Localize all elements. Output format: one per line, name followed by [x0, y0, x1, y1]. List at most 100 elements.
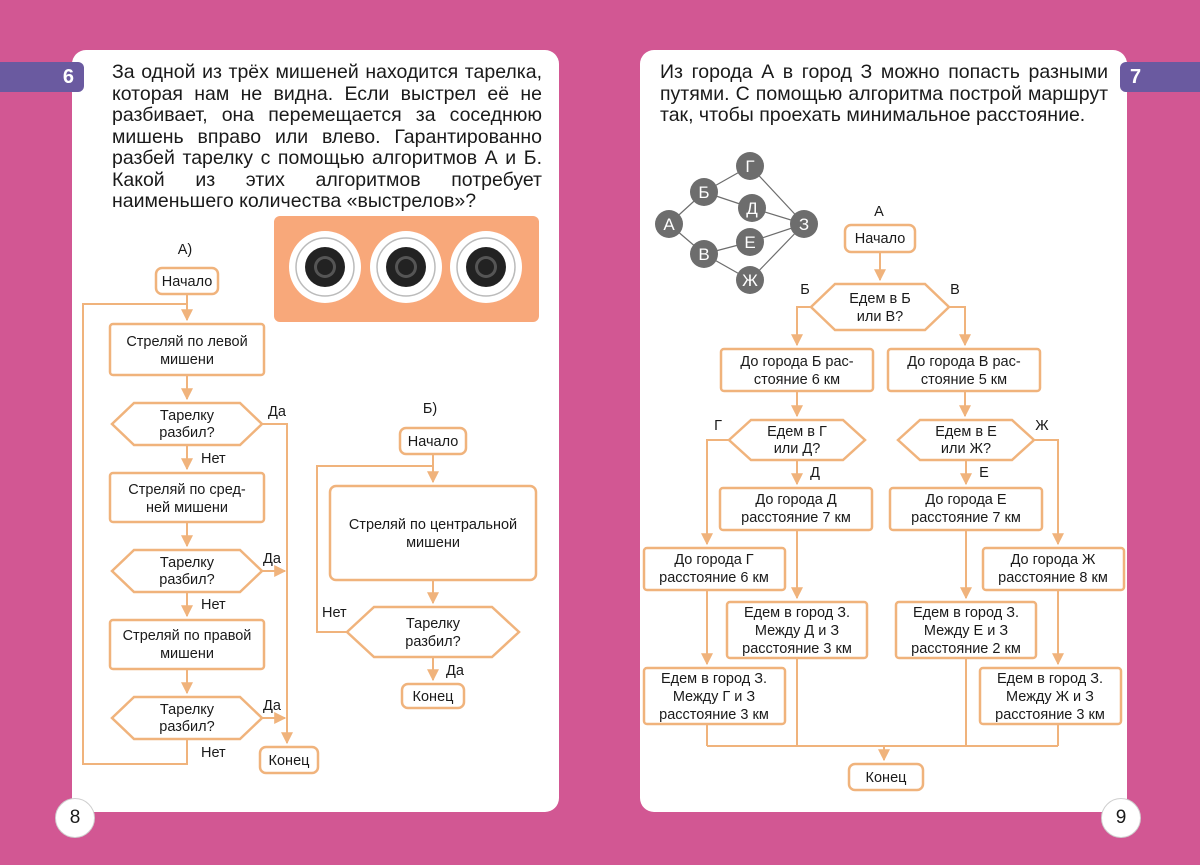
route-q1-1: Едем в Б: [849, 291, 910, 307]
algo-a-end-box: [258, 745, 320, 775]
route-q1-left: Б: [800, 282, 810, 298]
route-flowchart: А Начало Едем в Б или В? Б В До города Б…: [642, 204, 1126, 792]
graph-node-d-label: Д: [746, 199, 758, 218]
graph-node-zh-label: Ж: [742, 271, 758, 290]
route-zh-z-1: Едем в город З.: [997, 671, 1103, 687]
targets-illustration: [274, 216, 539, 322]
graph-node-g-label: Г: [745, 157, 754, 176]
route-e-z-3: расстояние 2 км: [911, 641, 1021, 657]
target-icon: [450, 231, 522, 303]
algo-a-label: А): [178, 242, 193, 258]
route-zh-z-2: Между Ж и З: [1006, 689, 1094, 705]
task-7-text: Из города А в город З можно попасть разн…: [660, 61, 1108, 126]
algo-a-cond3-2: разбил?: [159, 719, 214, 735]
graph-node-d: [738, 194, 766, 222]
algo-b-cond-1: Тарелку: [406, 616, 461, 632]
route-d-z-3: расстояние 3 км: [742, 641, 852, 657]
algo-a-cond1-2: разбил?: [159, 425, 214, 441]
route-to-b-2: стояние 6 км: [754, 372, 840, 388]
route-q2-hex: [727, 418, 867, 462]
algo-a-no-2: Нет: [201, 597, 226, 613]
algo-b-start: Начало: [408, 434, 459, 450]
algo-a-yes-2: Да: [263, 551, 282, 567]
algo-b-end: Конец: [413, 689, 454, 705]
graph-node-b-label: Б: [698, 183, 709, 202]
graph-node-a: [655, 210, 683, 238]
route-to-zh-1: До города Ж: [1011, 552, 1096, 568]
route-e-z-2: Между Е и З: [924, 623, 1008, 639]
algo-a-cond3-1: Тарелку: [160, 702, 215, 718]
route-start: Начало: [855, 231, 906, 247]
route-to-g-box: [642, 546, 787, 592]
route-to-b-1: До города Б рас-: [740, 354, 853, 370]
route-g-z-2: Между Г и З: [673, 689, 756, 705]
route-q2-left: Г: [714, 418, 722, 434]
route-end-box: [847, 762, 925, 792]
route-q3-down: Е: [979, 465, 989, 481]
algo-a-no-3: Нет: [201, 745, 226, 761]
task-number-tab-6: 6: [0, 62, 84, 92]
route-to-v-1: До города В рас-: [907, 354, 1021, 370]
graph-node-z-label: З: [799, 215, 809, 234]
route-d-z-2: Между Д и З: [755, 623, 840, 639]
algorithm-b-flowchart: Б) Начало Стреляй по центральной мишени …: [316, 401, 538, 710]
route-to-e-1: До города Е: [925, 492, 1006, 508]
route-q2-1: Едем в Г: [767, 424, 827, 440]
graph-node-v-label: В: [698, 245, 709, 264]
algo-a-yes-1: Да: [268, 404, 287, 420]
graph-node-zh: [736, 266, 764, 294]
algo-b-end-box: [400, 682, 466, 710]
algo-b-cond-hex: [345, 605, 521, 659]
graph-node-b: [690, 178, 718, 206]
page-number-right: 9: [1101, 798, 1141, 838]
algo-a-shoot-left-2: мишени: [160, 352, 214, 368]
route-to-g-1: До города Г: [674, 552, 753, 568]
algo-a-cond1-1: Тарелку: [160, 408, 215, 424]
route-q1-right: В: [950, 282, 960, 298]
route-g-z-3: расстояние 3 км: [659, 707, 769, 723]
target-icon: [289, 231, 361, 303]
route-q2-down: Д: [810, 465, 820, 481]
algo-b-shoot-center-2: мишени: [406, 535, 460, 551]
route-q3-1: Едем в Е: [935, 424, 997, 440]
route-zh-z-3: расстояние 3 км: [995, 707, 1105, 723]
route-to-zh-2: расстояние 8 км: [998, 570, 1108, 586]
graph-node-e-label: Е: [744, 233, 755, 252]
route-to-zh-box: [981, 546, 1126, 592]
route-to-d-1: До города Д: [755, 492, 836, 508]
route-q3-2: или Ж?: [941, 441, 991, 457]
route-q3-right: Ж: [1035, 418, 1049, 434]
graph-node-e: [736, 228, 764, 256]
graph-node-z: [790, 210, 818, 238]
city-graph: А Б В Г Д Е Ж З: [655, 152, 818, 294]
route-g-z-box: [642, 666, 787, 726]
graph-node-a-label: А: [663, 215, 675, 234]
page-number-left: 8: [55, 798, 95, 838]
route-to-v-2: стояние 5 км: [921, 372, 1007, 388]
route-q1-2: или В?: [857, 309, 903, 325]
route-top-label: А: [874, 204, 884, 220]
algo-a-cond2-2: разбил?: [159, 572, 214, 588]
algo-a-end: Конец: [269, 753, 310, 769]
algo-b-label: Б): [423, 401, 437, 417]
route-zh-z-box: [978, 666, 1123, 726]
target-icon: [370, 231, 442, 303]
algo-a-shoot-right-1: Стреляй по правой: [123, 628, 252, 644]
task-number-tab-7: 7: [1120, 62, 1200, 92]
route-to-e-2: расстояние 7 км: [911, 510, 1021, 526]
route-d-z-1: Едем в город З.: [744, 605, 850, 621]
algo-b-yes: Да: [446, 663, 465, 679]
algo-a-shoot-right-2: мишени: [160, 646, 214, 662]
algo-a-yes-3: Да: [263, 698, 282, 714]
algo-a-shoot-left-1: Стреляй по левой: [126, 334, 247, 350]
graph-node-g: [736, 152, 764, 180]
route-to-g-2: расстояние 6 км: [659, 570, 769, 586]
algo-a-start: Начало: [162, 274, 213, 290]
route-g-z-1: Едем в город З.: [661, 671, 767, 687]
task-6-text: За одной из трёх мишеней находится тарел…: [112, 61, 542, 212]
algo-a-shoot-middle-2: ней мишени: [146, 500, 228, 516]
algo-b-no: Нет: [322, 605, 347, 621]
algo-a-cond2-1: Тарелку: [160, 555, 215, 571]
algo-b-shoot-center-box: [328, 484, 538, 582]
